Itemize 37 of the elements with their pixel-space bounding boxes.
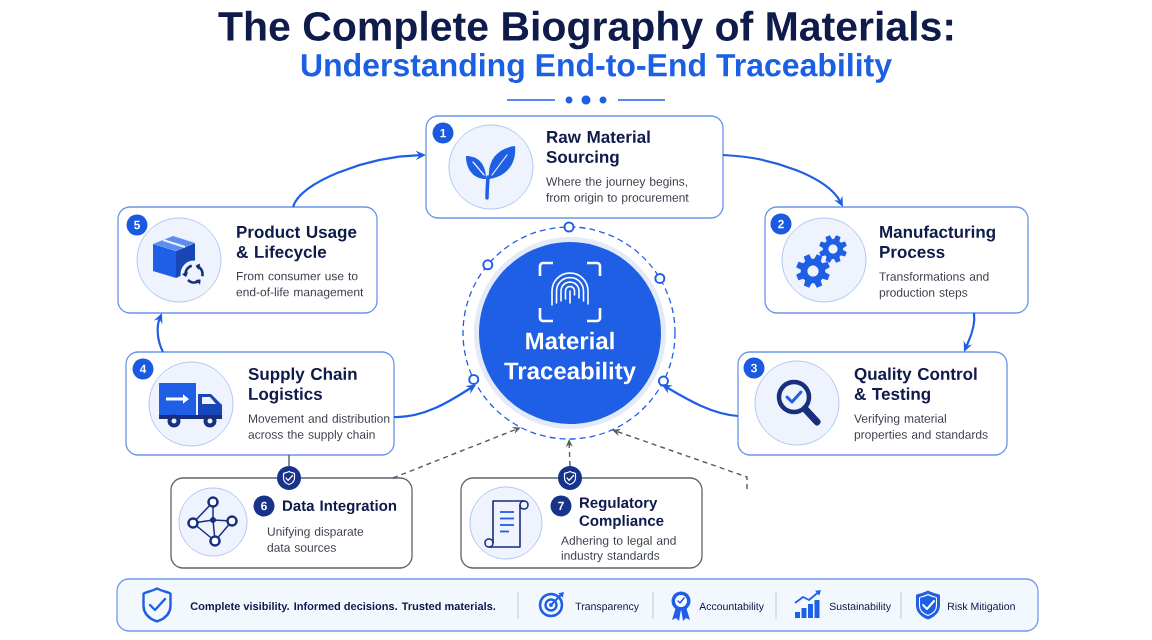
pillar-label: Accountability xyxy=(699,602,764,613)
pillar-label: Risk Mitigation xyxy=(948,602,1015,613)
step-title: Quality Control & Testing xyxy=(854,367,977,404)
step-card xyxy=(117,206,378,314)
step-description: Verifying material properties and standards xyxy=(854,414,988,442)
step-card xyxy=(425,115,724,219)
hub-title: Material Traceability xyxy=(504,331,636,385)
step-number: 1 xyxy=(432,122,454,144)
step-card xyxy=(125,351,395,456)
step-description: Where the journey begins, from origin to procurement xyxy=(546,177,689,205)
step-description: Unifying disparate data sources xyxy=(267,527,364,552)
step-title: Regulatory Compliance xyxy=(579,497,664,529)
step-description: From consumer use to end-of-life management xyxy=(236,272,364,299)
summary-bar xyxy=(116,578,1039,632)
step-description: Adhering to legal and industry standards xyxy=(561,536,676,563)
step-description: Transformations and production steps xyxy=(879,272,989,300)
step-title: Product Usage & Lifecycle xyxy=(236,225,357,262)
pillar-label: Sustainability xyxy=(829,602,892,613)
step-number: 6 xyxy=(253,495,275,517)
connector-line xyxy=(288,454,290,467)
title: The Complete Biography of Materials: xyxy=(218,10,953,50)
step-card xyxy=(737,351,1008,456)
step-number: 5 xyxy=(126,214,148,236)
step-number: 3 xyxy=(743,357,765,379)
tagline: Complete visibility. Informed decisions. Trusted materials. xyxy=(190,602,496,613)
step-number: 4 xyxy=(132,358,154,380)
step-number: 2 xyxy=(770,213,792,235)
step-title: Raw Material Sourcing xyxy=(546,130,650,167)
step-number: 7 xyxy=(550,495,572,517)
step-title: Data Integration xyxy=(283,500,397,515)
step-title: Manufacturing Process xyxy=(880,225,995,258)
step-description: Movement and distribution across the supply chain xyxy=(248,414,390,442)
subtitle: Understanding End-to-End Traceability xyxy=(301,53,892,83)
step-card xyxy=(764,206,1029,314)
step-title: Supply Chain Logistics xyxy=(248,367,357,404)
traceability-hub xyxy=(462,221,676,440)
pillar-label: Transparency xyxy=(575,602,639,613)
